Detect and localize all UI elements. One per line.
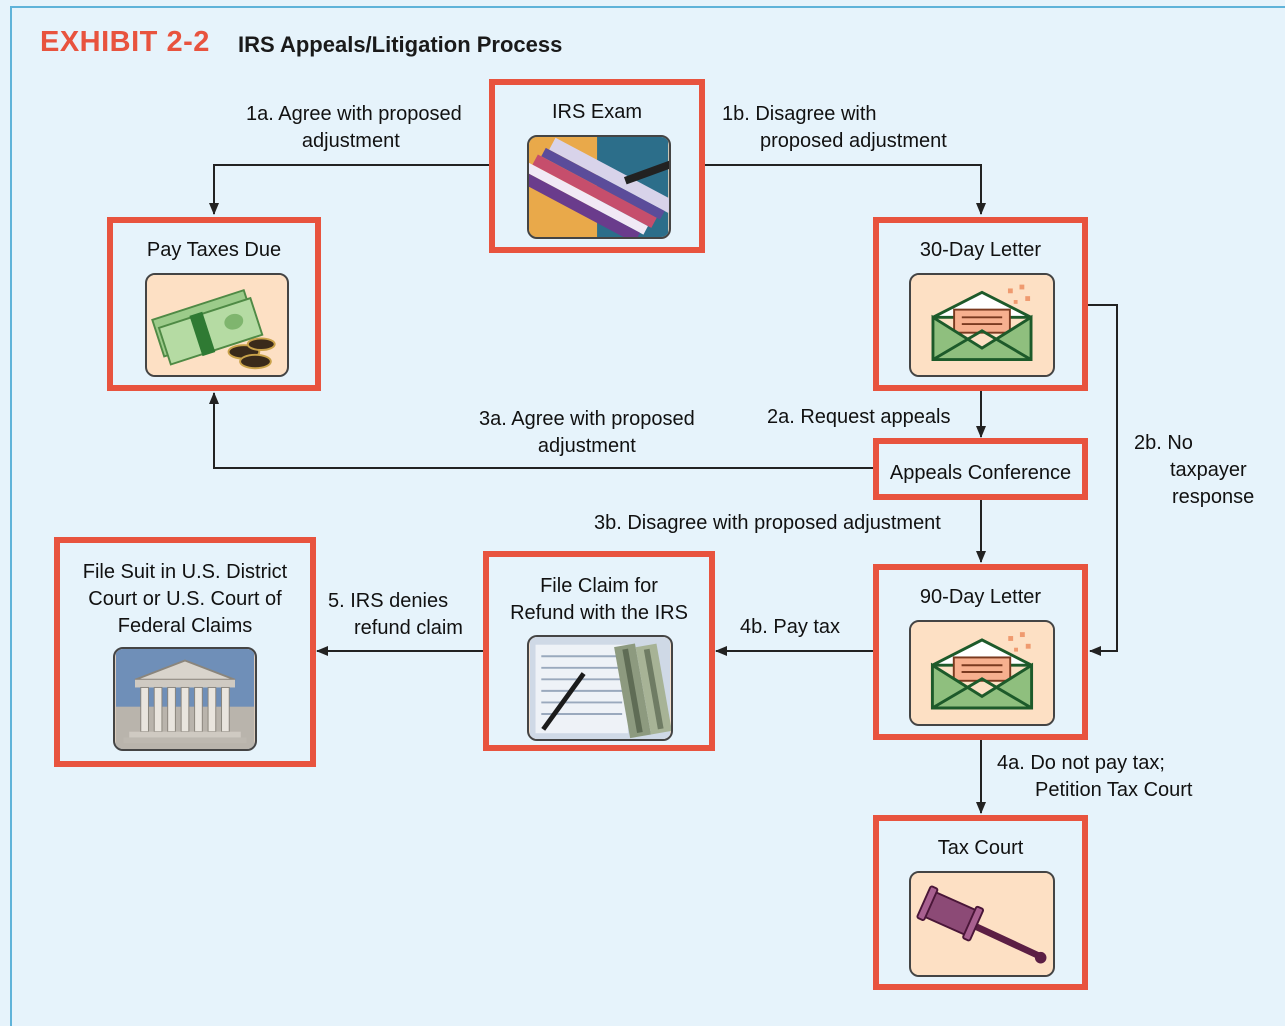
label-4a-line2: Petition Tax Court — [1035, 779, 1193, 801]
label-2b-line3: response — [1172, 486, 1255, 508]
label-4b: 4b. Pay tax — [740, 614, 840, 641]
node-appeals-conference-title: Appeals Conference — [889, 462, 1072, 484]
tax-forms-icon — [527, 635, 673, 741]
node-file-suit-title-line1: File Suit in U.S. District — [82, 561, 288, 583]
arrow-1a — [209, 164, 490, 215]
envelope-icon — [909, 620, 1055, 726]
money-stack-icon — [145, 273, 289, 377]
diagram-title: IRS Appeals/Litigation Process — [238, 32, 563, 57]
label-1a-line1: 1a. Agree with proposed — [246, 103, 462, 125]
node-90-day-letter-title: 90-Day Letter — [919, 586, 1042, 608]
node-30-day-letter: 30-Day Letter — [873, 217, 1088, 391]
node-irs-exam-title: IRS Exam — [551, 101, 643, 123]
label-2a: 2a. Request appeals — [767, 404, 950, 431]
node-appeals-conference: Appeals Conference — [873, 438, 1088, 500]
label-3a-line1: 3a. Agree with proposed — [479, 408, 695, 430]
node-30-day-letter-title: 30-Day Letter — [919, 239, 1042, 261]
label-5: 5. IRS denies refund claim — [328, 588, 463, 642]
label-2b-line1: 2b. No — [1134, 432, 1193, 454]
node-file-suit-title-line3: Federal Claims — [117, 615, 253, 637]
arrow-1b — [704, 164, 986, 215]
credit-cards-icon — [527, 135, 671, 239]
label-2b: 2b. No taxpayer response — [1134, 430, 1254, 511]
label-2a-line1: 2a. Request appeals — [767, 406, 951, 428]
label-1b: 1b. Disagree with proposed adjustment — [722, 101, 947, 155]
label-5-line2: refund claim — [354, 617, 463, 639]
label-2b-line2: taxpayer — [1170, 459, 1247, 481]
label-4b-line1: 4b. Pay tax — [740, 616, 841, 638]
label-1a: 1a. Agree with proposed adjustment — [246, 101, 462, 155]
courthouse-icon — [113, 647, 257, 751]
label-1b-line2: proposed adjustment — [760, 130, 947, 152]
exhibit-frame — [10, 6, 1285, 1026]
label-1a-line2: adjustment — [301, 130, 400, 152]
node-file-claim-title-line1: File Claim for — [540, 575, 658, 597]
node-90-day-letter: 90-Day Letter — [873, 564, 1088, 740]
exhibit-number: EXHIBIT 2-2 — [40, 26, 210, 58]
node-pay-taxes-due-title: Pay Taxes Due — [146, 239, 282, 261]
node-irs-exam: IRS Exam — [489, 79, 705, 253]
node-file-claim-title-line2: Refund with the IRS — [510, 602, 688, 624]
label-3a-line2: adjustment — [537, 435, 636, 457]
label-4a: 4a. Do not pay tax; Petition Tax Court — [997, 750, 1193, 804]
node-tax-court: Tax Court — [873, 815, 1088, 990]
arrow-2b — [1087, 304, 1118, 656]
label-3b: 3b. Disagree with proposed adjustment — [594, 510, 941, 537]
node-file-suit: File Suit in U.S. District Court or U.S.… — [54, 537, 316, 767]
label-5-line1: 5. IRS denies — [328, 590, 449, 612]
envelope-icon — [909, 273, 1055, 377]
node-tax-court-title: Tax Court — [937, 837, 1024, 859]
node-file-claim-for-refund: File Claim for Refund with the IRS — [483, 551, 715, 751]
label-4a-line1: 4a. Do not pay tax; — [997, 752, 1165, 774]
node-file-suit-title-line2: Court or U.S. Court of — [88, 588, 282, 610]
arrow-3a — [209, 392, 873, 469]
label-3b-line1: 3b. Disagree with proposed adjustment — [594, 512, 941, 534]
label-1b-line1: 1b. Disagree with — [722, 103, 877, 125]
node-pay-taxes-due: Pay Taxes Due — [107, 217, 321, 391]
gavel-icon — [909, 871, 1055, 977]
label-3a: 3a. Agree with proposed adjustment — [479, 406, 695, 460]
